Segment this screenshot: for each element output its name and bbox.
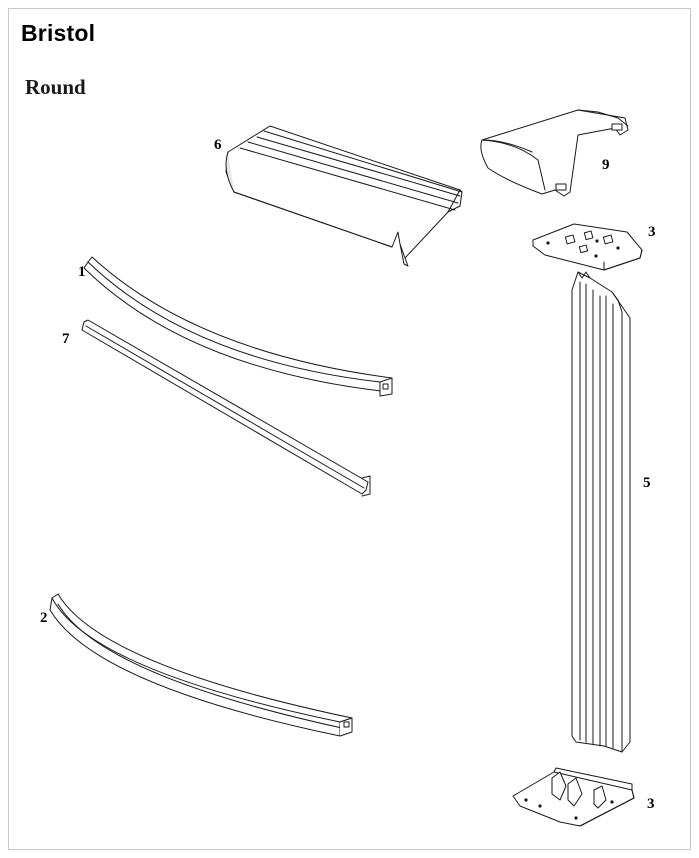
part-5-upright: [571, 271, 631, 753]
callout-part-3-top: 3: [648, 224, 656, 240]
pool-shape-label: Round: [25, 75, 86, 99]
callout-part-7: 7: [62, 331, 70, 347]
brand-title: Bristol: [21, 20, 96, 46]
callout-part-1: 1: [78, 264, 86, 280]
callout-part-3-bottom: 3: [647, 796, 655, 812]
callout-part-2: 2: [40, 610, 48, 626]
callout-part-5: 5: [643, 475, 651, 491]
part-3-top-plate: [532, 223, 643, 271]
part-3-bottom-plate: [512, 767, 635, 827]
part-9-top-cap: [480, 109, 629, 197]
part-6-top-ledge: [225, 125, 463, 267]
diagram-frame: [8, 8, 691, 850]
part-2-bottom-rail: [49, 593, 353, 737]
part-1-top-rail: [83, 256, 393, 397]
callout-part-6: 6: [214, 137, 222, 153]
callout-part-9: 9: [602, 157, 610, 173]
part-7-stabilizer-rail: [81, 319, 371, 497]
